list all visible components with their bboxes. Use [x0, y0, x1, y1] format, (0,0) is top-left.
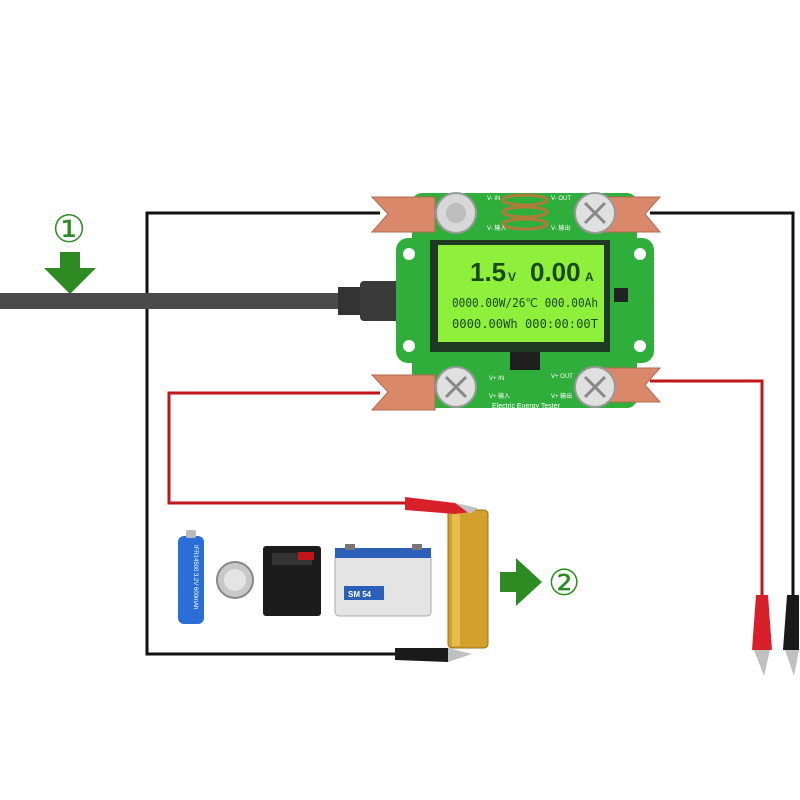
lcd-connector — [510, 352, 540, 370]
car-battery — [334, 544, 432, 617]
step-1-number: ① — [52, 207, 86, 251]
arrow-down-icon — [44, 252, 96, 294]
phone-battery — [263, 546, 321, 616]
lcd-line-2: 0000.00Wh 000:00:00T — [452, 317, 598, 331]
clamp-top-left — [370, 192, 477, 234]
red-wire-input — [167, 391, 420, 505]
clamp-bottom-right — [574, 366, 662, 408]
black-wire-input — [145, 211, 455, 656]
lcd-voltage-unit: V — [508, 270, 516, 284]
label-top-out-cn: V- 输出 — [551, 224, 570, 232]
reset-button[interactable] — [614, 288, 628, 302]
clamp-top-right — [574, 192, 662, 234]
alligator-clip-black — [395, 648, 472, 662]
lcd-screen — [438, 245, 604, 342]
lcd-line-1: 0000.00W/26℃ 000.00Ah — [452, 296, 598, 310]
label-top-out: V- OUT — [551, 196, 571, 202]
battery-icon — [178, 530, 204, 624]
car-battery-label: SM 54 — [348, 590, 372, 599]
label-top-in-cn: V- 输入 — [487, 224, 506, 232]
label-bottom-in-cn: V+ 输入 — [489, 392, 510, 400]
arrow-right-icon — [500, 558, 542, 606]
label-bottom-out: V+ OUT — [551, 374, 573, 380]
lcd-voltage: 1.5 — [470, 257, 506, 287]
label-top-in: V- IN — [487, 196, 500, 202]
clamp-bottom-left — [370, 366, 477, 411]
output-clip-black — [783, 595, 799, 676]
red-wire-output — [650, 379, 764, 600]
lcd-current-unit: A — [585, 270, 594, 284]
energy-tester-board: V- IN V- 输入 V- OUT V- 输出 1.5 V 0.00 A 00… — [370, 192, 662, 411]
output-clip-red — [752, 595, 772, 676]
step-2-number: ② — [548, 563, 580, 604]
usb-cable — [0, 281, 408, 321]
coin-cell-battery — [216, 561, 254, 599]
lcd-current: 0.00 — [530, 257, 581, 287]
battery-cylinder-text: IFR14500 3.2V 600mAh — [192, 545, 198, 609]
battery-under-test — [447, 509, 489, 649]
shunt-coils — [501, 193, 549, 231]
label-bottom-out-cn: V+ 输出 — [551, 392, 572, 400]
label-bottom-in: V+ IN — [489, 376, 504, 382]
tester-title: Electric Energy Tester — [492, 403, 561, 410]
black-wire-output — [650, 211, 795, 600]
alligator-clip-icon — [405, 497, 478, 514]
